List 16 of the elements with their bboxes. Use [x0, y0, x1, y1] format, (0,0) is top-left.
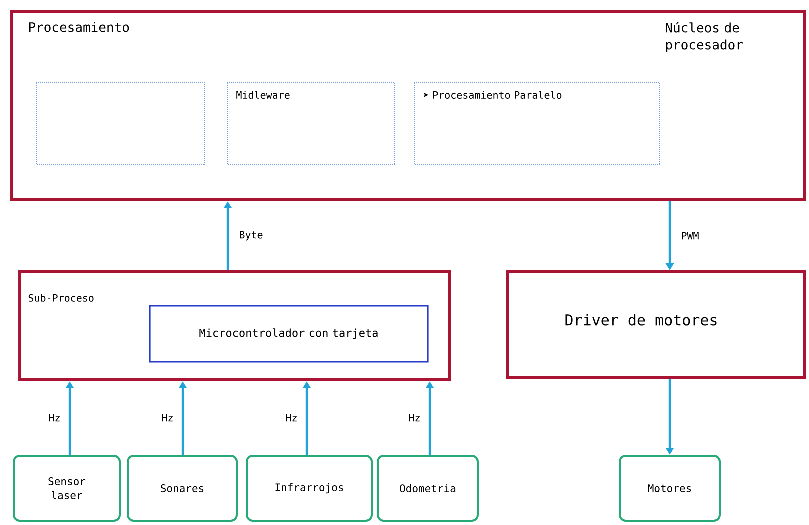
- device-box: Sonares: [127, 455, 238, 522]
- block-box: Driver de motores: [506, 270, 806, 380]
- edge-label: Hz: [286, 414, 297, 422]
- edge-label: Hz: [49, 414, 60, 422]
- microcontroller-box: Microcontrolador con tarjeta: [149, 305, 429, 363]
- device-box: Infrarrojos: [246, 455, 373, 522]
- module-box: Midleware: [228, 82, 396, 166]
- module-box: ➤ Procesamiento Paralelo: [414, 82, 660, 166]
- device-box: Sensor laser: [13, 455, 121, 522]
- device-box: Motores: [619, 455, 721, 522]
- device-box: Odometria: [377, 455, 479, 522]
- module-box: [36, 82, 206, 166]
- edge-label: PWM: [682, 232, 699, 240]
- edge-label: Byte: [240, 231, 263, 241]
- edge-label: Hz: [162, 414, 173, 422]
- edge-label: Hz: [409, 414, 420, 422]
